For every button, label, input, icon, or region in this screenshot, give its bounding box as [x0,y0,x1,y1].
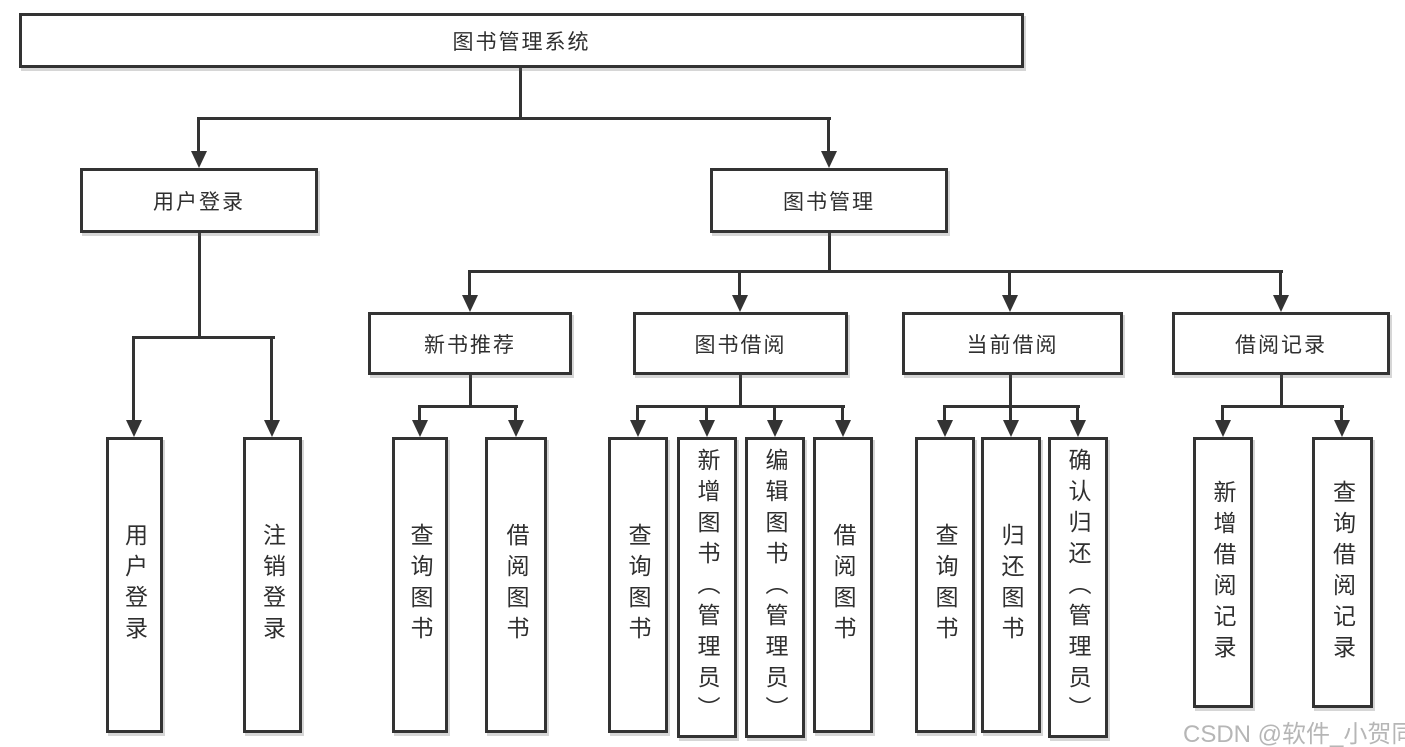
node-label: 图书管理 [783,190,875,214]
connector-line [1221,405,1344,408]
down-arrow-icon [412,405,428,437]
leaf-add-borrow-record: 新增借阅记录 [1193,437,1253,708]
down-arrow-icon [126,336,142,437]
down-arrow-icon [1273,270,1289,312]
node-label: 新增图书（管理员） [694,448,720,727]
node-book-management: 图书管理 [710,168,948,233]
down-arrow-icon [1003,405,1019,437]
node-label: 编辑图书（管理员） [762,448,788,727]
node-label: 确认归还（管理员） [1065,448,1091,727]
connector-line [1009,375,1012,408]
down-arrow-icon [732,270,748,312]
connector-line [468,270,1283,273]
node-library-system: 图书管理系统 [19,13,1024,68]
node-label: 借阅图书 [503,523,529,647]
leaf-borrow-books-1: 借阅图书 [485,437,547,733]
connector-line [739,375,742,408]
leaf-query-books-1: 查询图书 [392,437,448,733]
connector-line [418,405,518,408]
node-book-borrow: 图书借阅 [633,312,848,375]
leaf-query-borrow-record: 查询借阅记录 [1312,437,1373,708]
node-label: 图书借阅 [694,333,787,357]
leaf-query-books-2: 查询图书 [608,437,668,733]
node-label: 新增借阅记录 [1210,479,1236,666]
down-arrow-icon [462,270,478,312]
down-arrow-icon [1070,405,1086,437]
connector-line [198,233,201,339]
node-label: 借阅记录 [1235,333,1327,357]
node-label: 用户登录 [153,190,245,214]
down-arrow-icon [1334,405,1350,437]
node-borrow-records: 借阅记录 [1172,312,1390,375]
leaf-return-books: 归还图书 [981,437,1041,733]
node-label: 查询图书 [932,523,958,647]
connector-line [636,405,845,408]
node-label: 图书管理系统 [452,30,591,54]
node-label: 用户登录 [121,523,148,647]
connector-line [198,117,831,120]
node-label: 当前借阅 [966,333,1059,357]
connector-line [828,233,831,273]
down-arrow-icon [630,405,646,437]
down-arrow-icon [508,405,524,437]
node-user-login: 用户登录 [80,168,318,233]
leaf-query-books-3: 查询图书 [915,437,975,733]
down-arrow-icon [767,405,783,437]
down-arrow-icon [835,405,851,437]
leaf-user-login: 用户登录 [106,437,163,733]
connector-line [469,375,472,408]
leaf-add-book-admin: 新增图书（管理员） [677,437,737,738]
down-arrow-icon [264,336,280,437]
down-arrow-icon [821,117,837,168]
node-label: 查询图书 [407,523,433,647]
node-current-borrow: 当前借阅 [902,312,1123,375]
down-arrow-icon [937,405,953,437]
leaf-borrow-books-2: 借阅图书 [813,437,873,733]
connector-line [519,68,522,120]
connector-line [1280,375,1283,408]
node-label: 注销登录 [259,523,286,647]
node-label: 归还图书 [998,523,1024,647]
connector-line [132,336,275,339]
node-label: 查询借阅记录 [1329,479,1356,666]
leaf-logout: 注销登录 [243,437,302,733]
node-label: 借阅图书 [830,523,856,647]
leaf-confirm-return-admin: 确认归还（管理员） [1048,437,1108,738]
node-label: 新书推荐 [424,333,516,357]
down-arrow-icon [699,405,715,437]
leaf-edit-book-admin: 编辑图书（管理员） [745,437,805,738]
watermark-text: CSDN @软件_小贺同学 [1183,721,1405,747]
down-arrow-icon [1002,270,1018,312]
node-label: 查询图书 [625,523,651,647]
node-new-book-recommend: 新书推荐 [368,312,572,375]
down-arrow-icon [1215,405,1231,437]
down-arrow-icon [191,117,207,168]
